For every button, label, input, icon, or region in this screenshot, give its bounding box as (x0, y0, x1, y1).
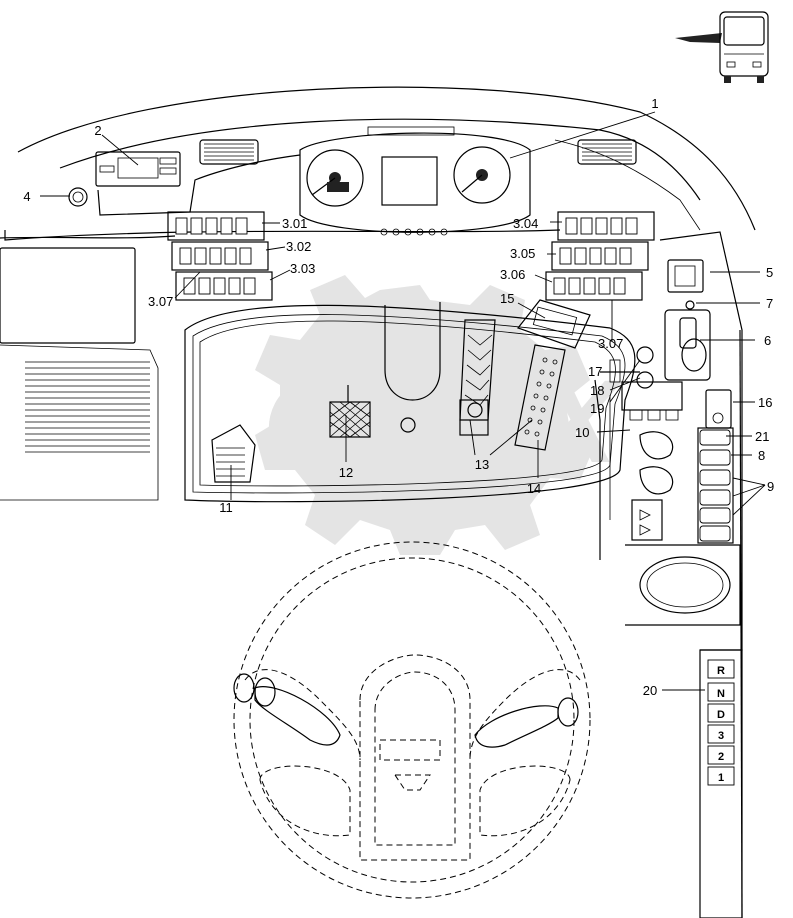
left-knob (68, 187, 88, 207)
label-6: 6 (764, 333, 771, 348)
label-8: 8 (758, 448, 765, 463)
instrument-cluster (299, 126, 531, 236)
label-4: 4 (23, 189, 30, 204)
label-19: 19 (590, 401, 604, 416)
label-1: 1 (651, 96, 658, 111)
gear-n: N (717, 688, 725, 700)
label-3-01: 3.01 (282, 216, 307, 231)
label-17: 17 (588, 364, 602, 379)
parking-pedal (329, 385, 416, 438)
gear-selector: R N D 3 2 1 (699, 649, 743, 918)
dead-pedal (211, 424, 256, 483)
label-10: 10 (575, 425, 589, 440)
label-13: 13 (475, 457, 489, 472)
leader-lines (40, 111, 766, 691)
radio-unit (95, 151, 181, 187)
steering-column (594, 346, 654, 560)
label-9: 9 (767, 479, 774, 494)
label-14: 14 (527, 481, 541, 496)
label-5: 5 (766, 265, 773, 280)
label-7: 7 (766, 296, 773, 311)
air-vent-left (199, 139, 259, 165)
display-unit (517, 299, 591, 349)
label-21: 21 (755, 429, 769, 444)
label-2: 2 (94, 123, 101, 138)
switch-panel-left (167, 211, 273, 301)
watermark: OPLIX (255, 275, 623, 555)
gear-r: R (717, 665, 725, 677)
bus-front-icon (675, 11, 769, 83)
label-3-05: 3.05 (510, 246, 535, 261)
switch-panel-right (545, 211, 655, 301)
label-3-07-right: 3.07 (598, 336, 623, 351)
label-3-06: 3.06 (500, 267, 525, 282)
label-3-04: 3.04 (513, 216, 538, 231)
callout-labels: 1 2 4 3.01 3.02 3.03 3.07 3.04 3.05 3.06… (23, 96, 774, 698)
air-vent-right (577, 139, 637, 165)
watermark-text: OPLIX (263, 356, 623, 488)
gear-d: D (717, 709, 725, 721)
vent-grille-left (25, 361, 150, 453)
cluster-buttons (380, 228, 448, 236)
label-18: 18 (590, 383, 604, 398)
steering-stalks (233, 673, 579, 748)
gear-3: 3 (718, 730, 724, 742)
label-11: 11 (219, 500, 233, 515)
steering-wheel (233, 541, 591, 899)
label-3-03: 3.03 (290, 261, 315, 276)
accelerator-pedal (514, 344, 566, 451)
label-16: 16 (758, 395, 772, 410)
label-3-02: 3.02 (286, 239, 311, 254)
label-20: 20 (643, 683, 657, 698)
label-12: 12 (339, 465, 353, 480)
label-15: 15 (500, 291, 514, 306)
gear-1: 1 (718, 772, 724, 784)
label-3-07-left: 3.07 (148, 294, 173, 309)
brake-pedal (459, 319, 496, 436)
gear-2: 2 (718, 751, 724, 763)
watermark-gear (255, 275, 595, 555)
right-console (621, 259, 741, 626)
